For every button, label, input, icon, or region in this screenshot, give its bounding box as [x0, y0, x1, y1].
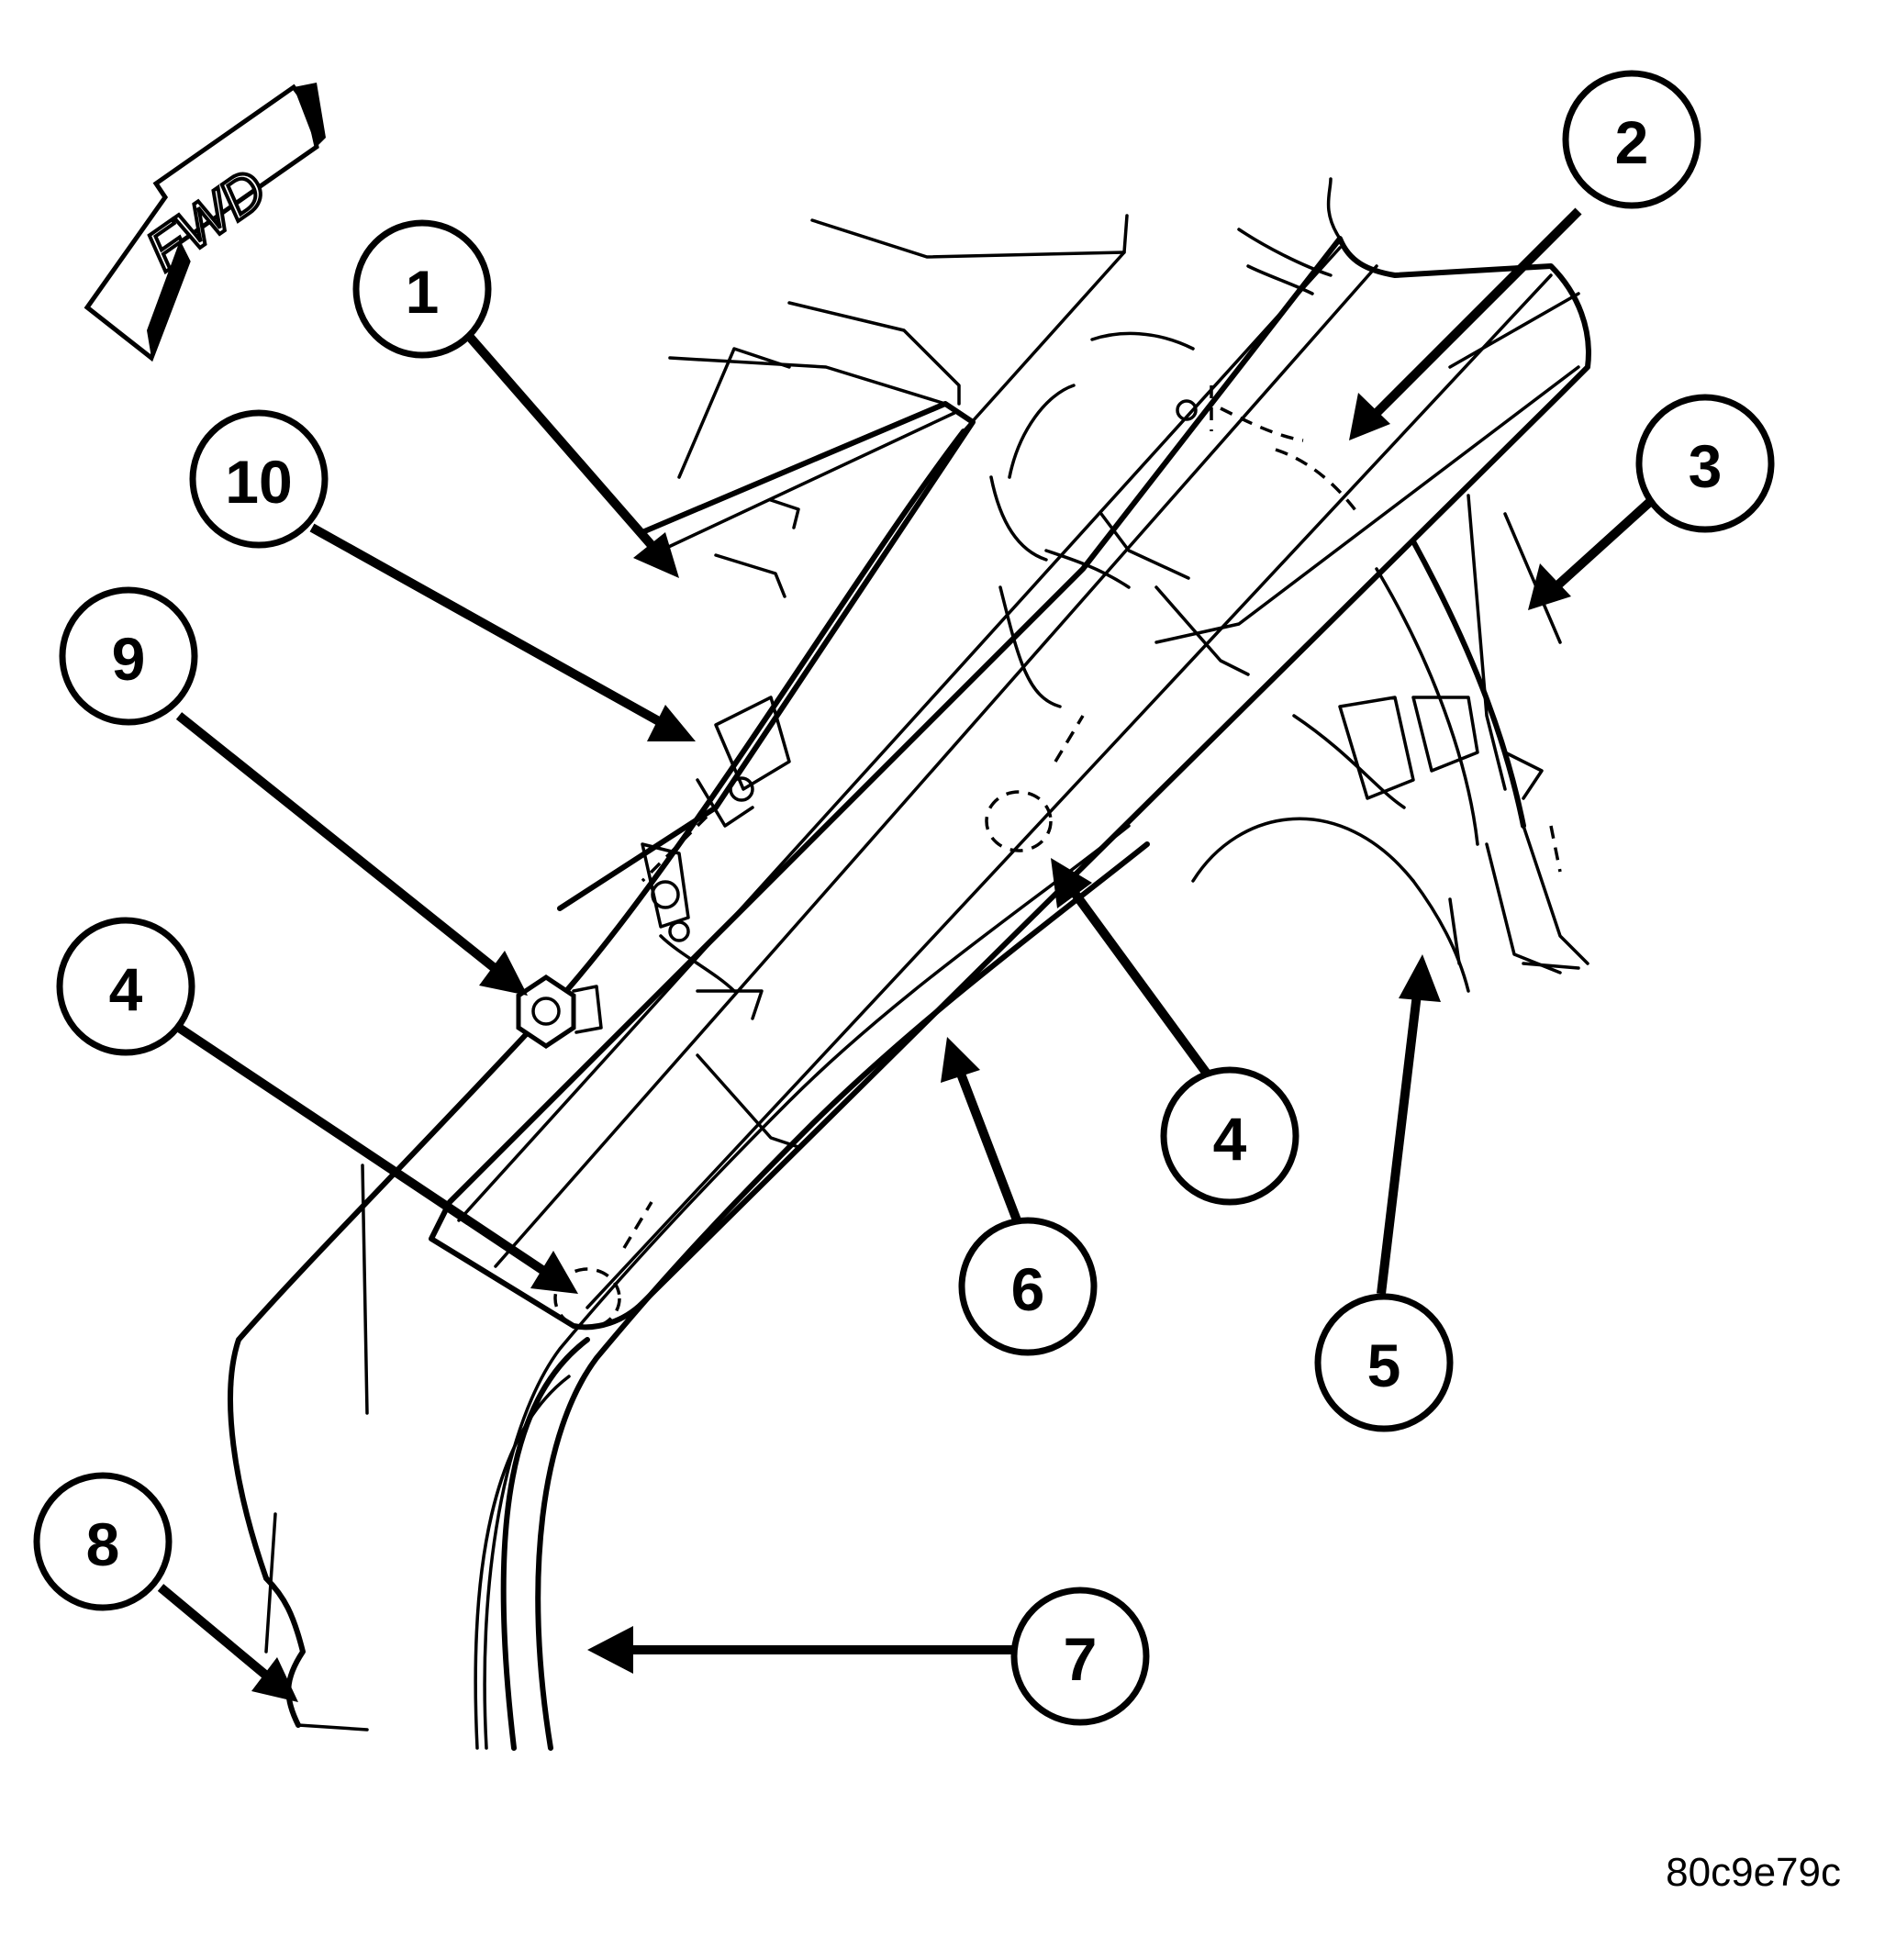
- callout-10: 10: [189, 409, 329, 549]
- callout-7-label: 7: [1064, 1625, 1098, 1693]
- callout-8-label: 8: [86, 1510, 120, 1578]
- bolt-fastener: [516, 974, 603, 1050]
- callout-10-label: 10: [225, 448, 292, 516]
- callout-2-label: 2: [1615, 108, 1649, 176]
- callout-7: 7: [1010, 1587, 1150, 1726]
- callout-4-left: 4: [56, 917, 195, 1056]
- callout-9-label: 9: [112, 625, 146, 693]
- callout-3-label: 3: [1689, 432, 1723, 500]
- callout-1-label: 1: [406, 258, 440, 326]
- body-structure: [228, 177, 1591, 1751]
- callout-2: 2: [1562, 70, 1701, 209]
- callout-4-right: 4: [1160, 1066, 1299, 1206]
- fwd-direction-arrow: FWD: [84, 83, 326, 362]
- callout-4-left-label: 4: [109, 955, 143, 1023]
- callout-8: 8: [33, 1472, 173, 1611]
- callout-9: 9: [59, 586, 198, 726]
- leader-lines: [157, 207, 1656, 1702]
- callout-6: 6: [958, 1217, 1098, 1356]
- figure-id: 80c9e79c: [1666, 1850, 1841, 1895]
- callout-6-label: 6: [1011, 1255, 1045, 1323]
- callout-5: 5: [1314, 1293, 1454, 1432]
- callout-3: 3: [1635, 394, 1775, 533]
- callout-1: 1: [352, 219, 492, 359]
- callout-4-right-label: 4: [1213, 1105, 1247, 1173]
- callout-5-label: 5: [1367, 1331, 1401, 1399]
